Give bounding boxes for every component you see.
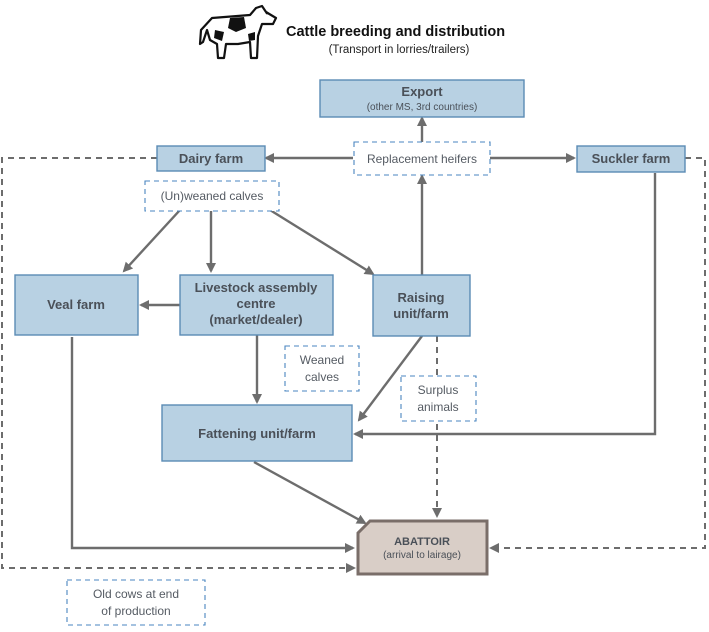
arrow-raising-to-fattening xyxy=(357,335,423,422)
export-box: Export (other MS, 3rd countries) xyxy=(319,79,525,118)
arrow-calves-to-raising xyxy=(269,208,375,276)
livestock-centre-line3: (market/dealer) xyxy=(209,312,302,327)
weaned-calves-line1: Weaned xyxy=(300,353,344,367)
unweaned-calves-note: (Un)weaned calves xyxy=(144,180,280,212)
export-title: Export xyxy=(401,84,443,99)
export-subtitle: (other MS, 3rd countries) xyxy=(367,102,478,113)
old-cows-line2: of production xyxy=(101,604,170,618)
replacement-heifers-note: Replacement heifers xyxy=(353,141,491,176)
livestock-centre-line2: centre xyxy=(236,296,275,311)
replacement-heifers-label: Replacement heifers xyxy=(367,152,477,166)
abattoir-box: ABATTOIR (arrival to lairage) xyxy=(356,519,489,576)
arrow-suckler-to-fattening xyxy=(353,173,657,439)
veal-farm-box: Veal farm xyxy=(14,274,139,336)
surplus-animals-line1: Surplus xyxy=(418,383,459,397)
dairy-farm-label: Dairy farm xyxy=(179,151,243,166)
arrow-veal-to-abattoir xyxy=(70,337,355,553)
dairy-farm-box: Dairy farm xyxy=(156,145,266,172)
arrow-calves-to-veal xyxy=(122,209,181,273)
livestock-centre-box: Livestock assembly centre (market/dealer… xyxy=(179,274,334,336)
abattoir-title: ABATTOIR xyxy=(394,536,450,548)
diagram-subtitle: (Transport in lorries/trailers) xyxy=(329,44,470,56)
diagram-title: Cattle breeding and distribution xyxy=(286,24,505,40)
arrow-fattening-to-abattoir xyxy=(253,460,367,525)
surplus-animals-note: Surplus animals xyxy=(400,375,477,422)
raising-unit-box: Raising unit/farm xyxy=(372,274,471,337)
fattening-unit-label: Fattening unit/farm xyxy=(198,426,316,441)
old-cows-dairy-path xyxy=(1,157,356,573)
surplus-animals-line2: animals xyxy=(417,400,458,414)
cow-icon xyxy=(198,4,278,60)
weaned-calves-line2: calves xyxy=(305,370,339,384)
old-cows-suckler-path xyxy=(489,157,706,553)
raising-unit-line1: Raising xyxy=(398,290,445,305)
old-cows-line1: Old cows at end xyxy=(93,587,179,601)
unweaned-calves-label: (Un)weaned calves xyxy=(161,189,264,203)
veal-farm-label: Veal farm xyxy=(47,297,105,312)
weaned-calves-note: Weaned calves xyxy=(284,345,360,392)
abattoir-subtitle: (arrival to lairage) xyxy=(383,550,461,561)
fattening-unit-box: Fattening unit/farm xyxy=(161,404,353,462)
suckler-farm-box: Suckler farm xyxy=(576,145,686,173)
suckler-farm-label: Suckler farm xyxy=(592,151,671,166)
livestock-centre-line1: Livestock assembly xyxy=(195,280,319,295)
old-cows-note: Old cows at end of production xyxy=(66,579,206,626)
raising-unit-line2: unit/farm xyxy=(393,306,449,321)
